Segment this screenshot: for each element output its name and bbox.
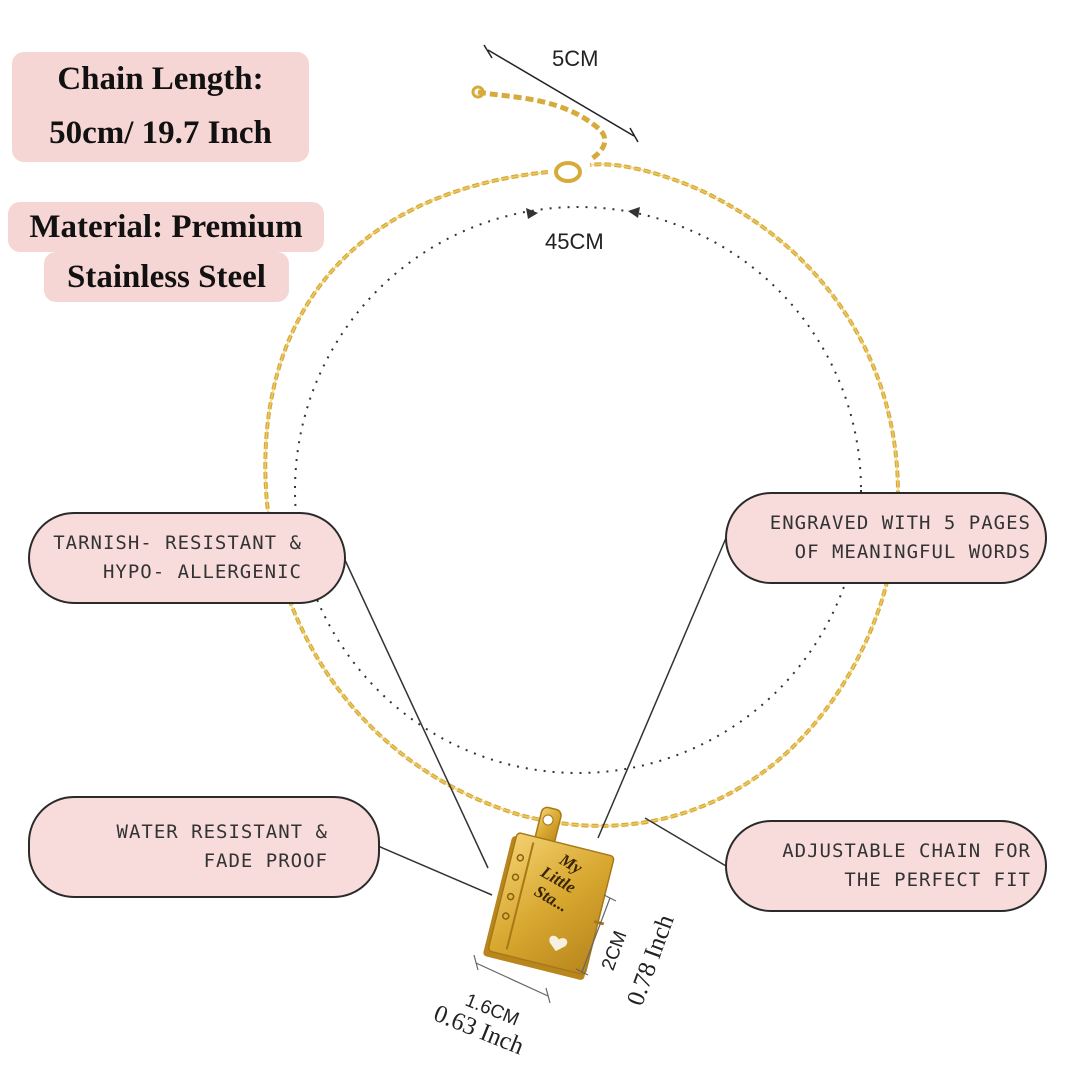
material-line2: Stainless Steel <box>67 259 266 295</box>
callout-water-line1: WATER RESISTANT & <box>116 821 328 843</box>
extender-length-label: 5CM <box>552 46 599 71</box>
callout-tarnish: TARNISH- RESISTANT & HYPO- ALLERGENIC <box>28 512 346 604</box>
extender-chain <box>477 89 608 163</box>
callout-adjustable-line2: THE PERFECT FIT <box>844 869 1031 891</box>
chain-length-value: 50cm/ 19.7 Inch <box>49 115 272 151</box>
callout-tarnish-line2: HYPO- ALLERGENIC <box>102 561 302 583</box>
callout-water-line2: FADE PROOF <box>203 850 328 872</box>
leader-engraved <box>597 537 727 839</box>
leader-water <box>377 845 493 896</box>
callout-tarnish-line1: TARNISH- RESISTANT & <box>53 532 302 554</box>
material-box-line2: Stainless Steel <box>44 252 289 302</box>
leader-tarnish <box>344 559 489 869</box>
chain-length-label: Chain Length: <box>57 61 264 97</box>
callout-engraved-line1: ENGRAVED WITH 5 PAGES <box>769 512 1031 534</box>
callout-water: WATER RESISTANT & FADE PROOF <box>28 796 380 898</box>
callout-engraved-line2: OF MEANINGFUL WORDS <box>794 541 1031 563</box>
callout-engraved: ENGRAVED WITH 5 PAGES OF MEANINGFUL WORD… <box>725 492 1047 584</box>
callout-adjustable-line1: ADJUSTABLE CHAIN FOR <box>782 840 1031 862</box>
leader-adjustable <box>644 817 727 867</box>
chain-length-circle-label: 45CM <box>545 229 604 254</box>
measurement-circle <box>294 206 862 774</box>
callout-adjustable: ADJUSTABLE CHAIN FOR THE PERFECT FIT <box>725 820 1047 912</box>
chain-length-box: Chain Length: 50cm/ 19.7 Inch <box>12 52 309 162</box>
clasp <box>554 161 582 183</box>
pendant-book <box>483 832 615 980</box>
material-box: Material: Premium <box>8 202 324 252</box>
material-line1: Material: Premium <box>29 209 303 245</box>
